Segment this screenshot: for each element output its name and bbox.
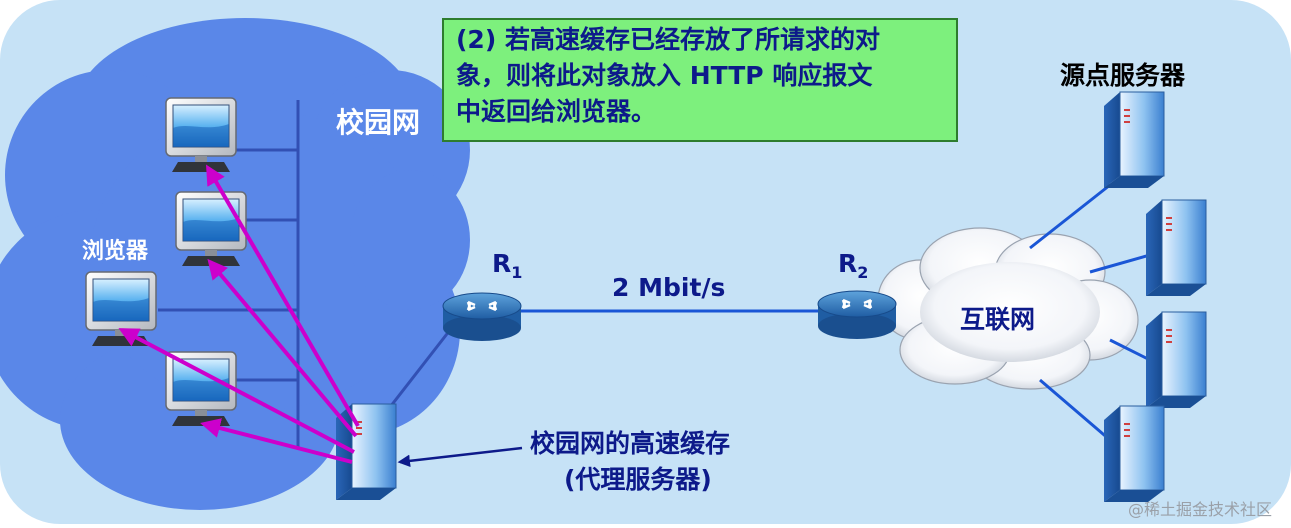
response-arrows xyxy=(118,164,360,464)
origin-server-2-icon xyxy=(1145,199,1207,297)
origin-servers-label: 源点服务器 xyxy=(1060,61,1186,90)
proxy-server-icon xyxy=(335,403,397,501)
internet-label: 互联网 xyxy=(960,305,1035,334)
cache-pointer-arrow xyxy=(397,446,523,468)
cache-label-line1: 校园网的高速缓存 xyxy=(530,429,730,458)
origin-links xyxy=(1029,183,1151,442)
internet-cloud xyxy=(877,227,1139,390)
origin-server-4-icon xyxy=(1103,405,1165,503)
origin-server-1-icon xyxy=(1103,91,1165,189)
router-r2-label: R2 xyxy=(838,249,868,282)
callout-box xyxy=(442,18,958,142)
campus-network-label: 校园网 xyxy=(336,106,420,139)
cache-label-line2: (代理服务器) xyxy=(564,465,712,494)
callout-line-3: 中返回给浏览器。 xyxy=(456,97,657,126)
router-r1-label: R1 xyxy=(492,249,522,282)
origin-server-3-icon xyxy=(1145,311,1207,409)
link-speed-label: 2 Mbit/s xyxy=(612,273,725,302)
router-r2-icon xyxy=(816,289,898,341)
callout-line-2: 象，则将此对象放入 HTTP 响应报文 xyxy=(456,61,873,90)
browsers-label: 浏览器 xyxy=(82,238,149,264)
router-r1-icon xyxy=(441,291,523,343)
watermark: @稀土掘金技术社区 xyxy=(1128,500,1272,519)
callout-text: (2) 若高速缓存已经存放了所请求的对 象，则将此对象放入 HTTP 响应报文 … xyxy=(456,22,956,130)
callout-line-1: (2) 若高速缓存已经存放了所请求的对 xyxy=(456,25,880,54)
